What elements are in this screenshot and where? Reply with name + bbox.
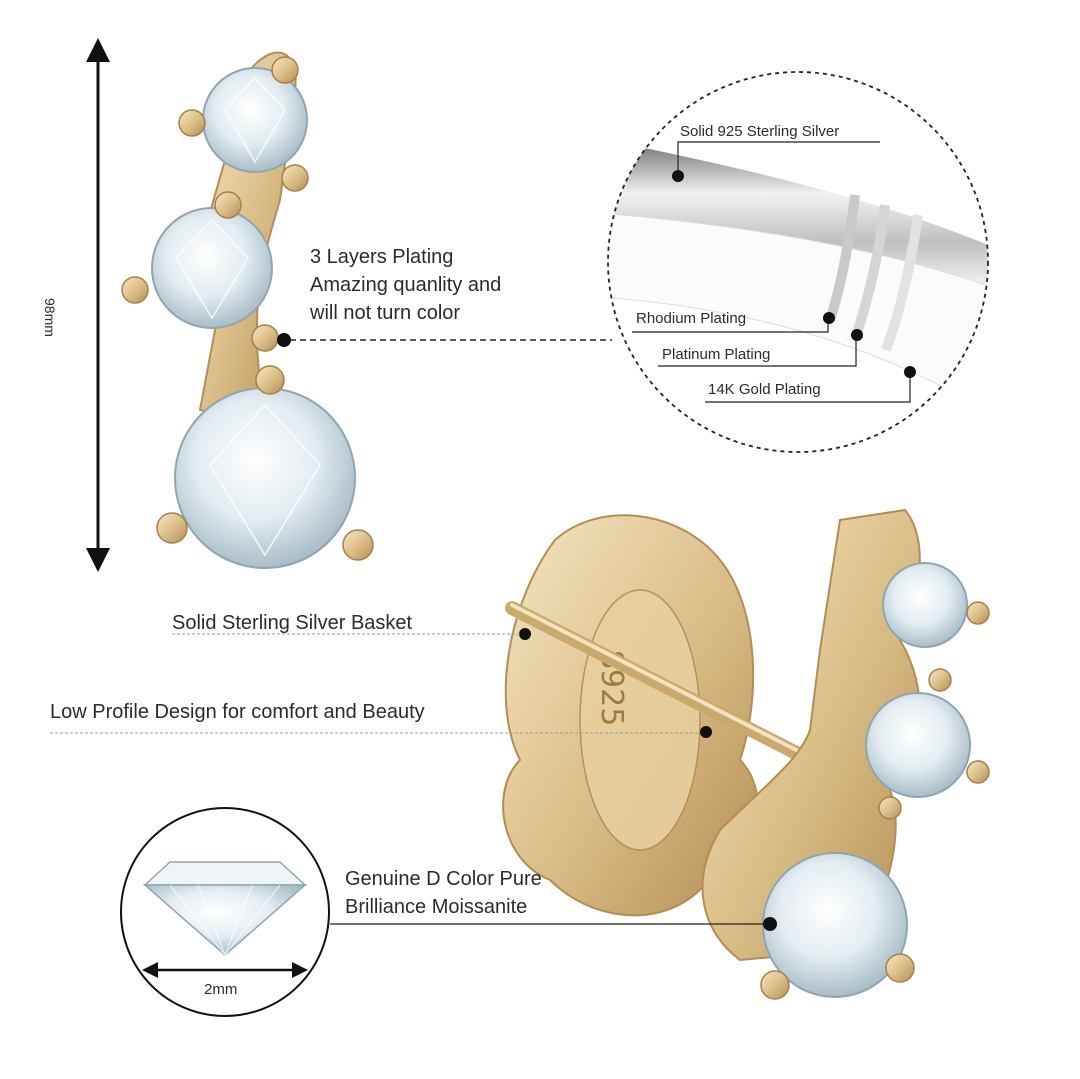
layer-dots <box>672 170 916 378</box>
side-prongs <box>760 601 990 1000</box>
plating-callout-line2: Amazing quanlity and <box>310 274 502 296</box>
stone-size-label: 2mm <box>204 981 238 998</box>
moissanite-stone-icon <box>143 861 307 957</box>
layer-label-silver: Solid 925 Sterling Silver <box>680 123 840 140</box>
gem-small <box>202 67 308 173</box>
layer-label-platinum: Platinum Plating <box>662 346 771 363</box>
gem-large <box>174 387 356 569</box>
layer-label-gold: 14K Gold Plating <box>708 381 821 398</box>
stone-detail-circle <box>120 807 330 1017</box>
moissanite-callout-dot <box>763 917 777 931</box>
height-dimension-label: 98mm <box>42 298 58 337</box>
plating-callout-dot <box>277 333 291 347</box>
height-dimension-arrow <box>86 38 110 572</box>
profile-callout-dot <box>700 726 712 738</box>
side-gems <box>762 562 971 998</box>
basket-callout-dot <box>519 628 531 640</box>
moissanite-callout-line2: Brilliance Moissanite <box>345 896 528 918</box>
earring-side-view: S925 <box>502 508 990 1000</box>
earring-post <box>505 601 817 767</box>
layer-label-rhodium: Rhodium Plating <box>636 310 747 327</box>
plating-layers-magnifier <box>607 71 989 453</box>
plating-callout-line1: 3 Layers Plating <box>310 246 454 268</box>
prongs <box>121 56 374 561</box>
plating-callout-line3: will not turn color <box>310 302 461 324</box>
moissanite-callout-line1: Genuine D Color Pure <box>345 868 542 890</box>
profile-callout-label: Low Profile Design for comfort and Beaut… <box>50 701 425 723</box>
gem-medium <box>151 207 273 329</box>
earring-front-view <box>121 51 374 569</box>
basket-callout-label: Solid Sterling Silver Basket <box>172 612 413 634</box>
